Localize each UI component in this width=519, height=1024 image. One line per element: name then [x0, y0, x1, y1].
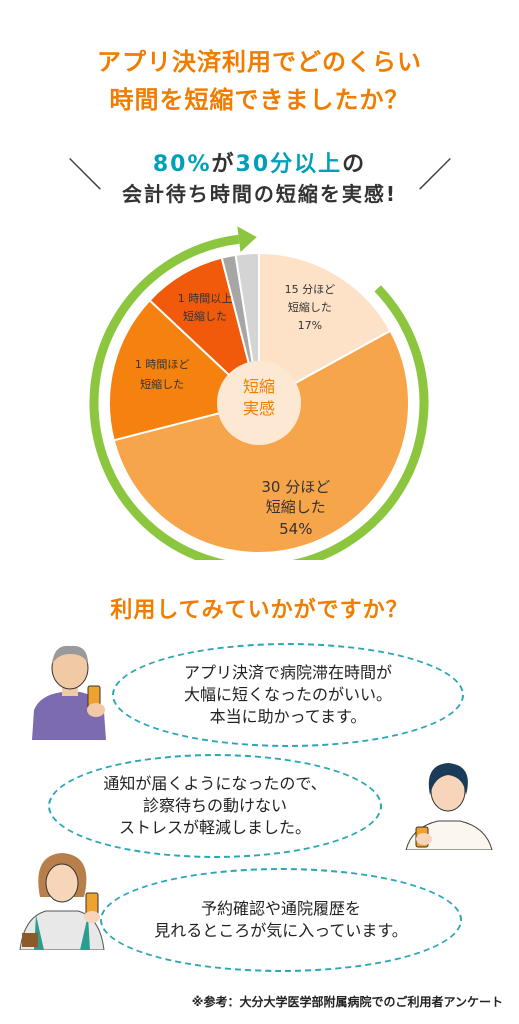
comment-2-line1: 通知が届くようになったので、 [103, 774, 327, 793]
highlight-percent: 80% [152, 152, 212, 177]
footnote: ※参考：大分大学医学部附属病院でのご利用者アンケート [191, 995, 503, 1009]
pie-slice-label: 17% [298, 319, 322, 332]
pie-slice-label: 15 分ほど [285, 283, 336, 296]
arrow-arc [89, 234, 429, 560]
pie-slice-label: 短縮した [183, 309, 227, 323]
woman-with-bag-illustration [19, 853, 105, 950]
comment-2-line2: 診察待ちの動けない [142, 796, 287, 815]
pie-center-circle [217, 361, 301, 445]
highlight-line1: 80%が30分以上の [0, 146, 519, 178]
comment-2-line3: ストレスが軽減しました。 [118, 818, 311, 837]
question-title-line1: アプリ決済利用でどのくらい [97, 48, 422, 76]
pie-center-label-2: 実感 [243, 399, 275, 418]
pie-slice [258, 251, 392, 405]
circular-arrow-icon [89, 226, 429, 560]
arrow-head [237, 226, 257, 253]
pie-center-label-1: 短縮 [243, 377, 275, 396]
highlight-line2: 会計待ち時間の短縮を実感! [121, 182, 398, 206]
question-title-line2: 時間を短縮できましたか？ [109, 86, 410, 114]
woman-illustration [405, 763, 493, 850]
comment-1-line2: 大幅に短くなったのがいい。 [183, 685, 392, 704]
pie-slice-label: 54% [279, 520, 312, 538]
comment-3-line2: 見れるところが気に入っています。 [154, 921, 408, 940]
highlight-duration: 30分以上 [235, 152, 343, 177]
older-man-illustration [32, 645, 106, 740]
comment-3-line1: 予約確認や通院履歴を [200, 899, 361, 918]
right-slash-decoration: ／ [418, 156, 452, 196]
comment-bubble-1: アプリ決済で病院滞在時間が 大幅に短くなったのがいい。 本当に助かってます。 [112, 643, 464, 747]
pie-slice-label: 1 時間以上 [178, 292, 233, 305]
pie-slice-label: 30 分ほど [261, 478, 330, 496]
comment-1-line3: 本当に助かってます。 [209, 707, 367, 726]
comment-1-line1: アプリ決済で病院滞在時間が [183, 663, 392, 682]
section2-title: 利用してみていかがですか？ [110, 598, 409, 623]
highlight-particle2: の [342, 152, 367, 177]
comment-bubble-2: 通知が届くようになったので、 診察待ちの動けない ストレスが軽減しました。 [48, 754, 382, 858]
left-slash-decoration: ＼ [68, 156, 102, 196]
highlight-particle: が [211, 152, 236, 177]
pie-slice-label: 1 時間ほど [135, 358, 190, 371]
pie-slice-label: 短縮した [140, 377, 184, 391]
pie-slice-label: 短縮した [288, 300, 332, 314]
pie-slice [148, 256, 261, 407]
comment-bubble-3: 予約確認や通院履歴を 見れるところが気に入っています。 [100, 868, 462, 972]
pie-slice-label: 短縮した [266, 498, 326, 516]
